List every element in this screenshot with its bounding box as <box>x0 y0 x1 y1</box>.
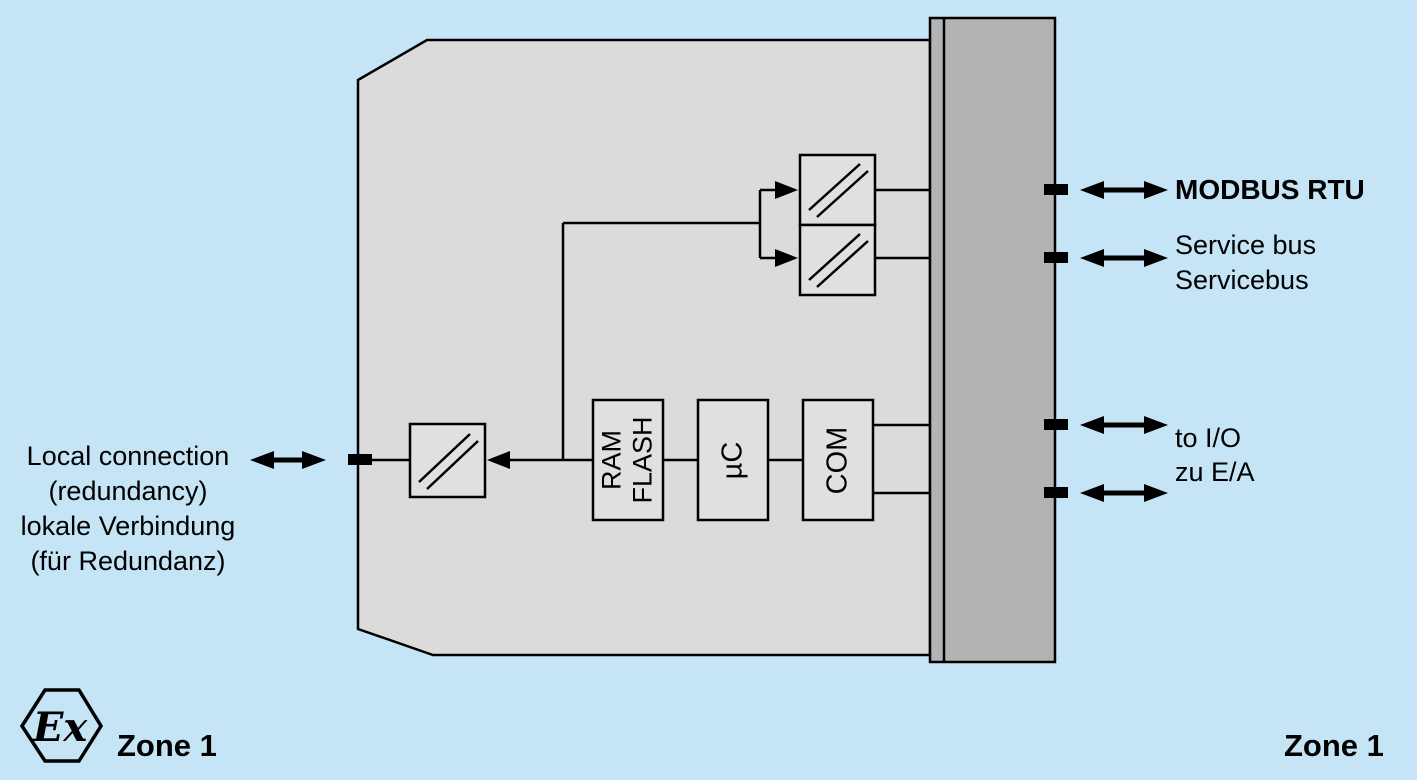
arrowhead-into-modbus-isolator <box>775 181 798 199</box>
double-arrow-modbus <box>1080 181 1168 199</box>
local-connection-en-label: Local connection <box>26 441 230 471</box>
pin-local-connection <box>348 454 372 465</box>
ram-flash-label: RAM FLASH <box>593 400 663 520</box>
local-connection-de-label: lokale Verbindung <box>20 511 236 541</box>
modbus-rtu-label: MODBUS RTU <box>1175 174 1365 205</box>
service-bus-de-label: Servicebus <box>1175 265 1309 295</box>
ram-label: RAM <box>597 430 627 490</box>
isolation-slash-icon <box>418 433 479 490</box>
zone-label-left: Zone 1 <box>117 728 217 763</box>
isolator-local-connection <box>408 422 487 499</box>
double-arrow-service-bus <box>1080 249 1168 267</box>
pin-io-lower <box>1044 487 1068 498</box>
com-block <box>801 398 875 522</box>
circuit-lines <box>360 188 931 495</box>
isolation-slash-icon <box>808 233 869 288</box>
arrowhead-into-local-isolator <box>487 451 510 469</box>
isolator-modbus <box>798 153 877 227</box>
ex-mark-text: Ex <box>32 704 88 751</box>
microcontroller-block <box>696 398 770 522</box>
service-bus-en-label: Service bus <box>1175 230 1317 260</box>
flash-label: FLASH <box>628 416 658 504</box>
isolation-slash-icon <box>808 163 869 218</box>
io-de-label: zu E/A <box>1175 457 1255 487</box>
double-arrow-io-lower <box>1080 484 1168 502</box>
redundancy-en-label: (redundancy) <box>48 476 208 506</box>
pin-modbus <box>1044 184 1068 195</box>
io-en-label: to I/O <box>1175 423 1242 453</box>
ram-flash-block <box>591 398 665 522</box>
isolator-service-bus <box>798 223 877 297</box>
flow-arrowheads <box>487 181 798 469</box>
ex-hexagon-icon: Ex <box>19 688 104 763</box>
double-arrow-local-connection <box>250 451 326 469</box>
zone-label-right: Zone 1 <box>1284 728 1384 763</box>
local-connection-labels: Local connection (redundancy) lokale Ver… <box>0 439 256 579</box>
double-arrow-io-upper <box>1080 416 1168 434</box>
redundancy-de-label: (für Redundanz) <box>30 546 226 576</box>
module-body <box>356 38 932 657</box>
backplane-bar <box>928 16 1057 664</box>
pin-service-bus <box>1044 252 1068 263</box>
microcontroller-label: µC <box>716 441 749 479</box>
arrowhead-into-service-isolator <box>775 249 798 267</box>
com-label: COM <box>821 426 854 494</box>
connector-pins <box>348 184 1068 498</box>
pin-io-upper <box>1044 419 1068 430</box>
